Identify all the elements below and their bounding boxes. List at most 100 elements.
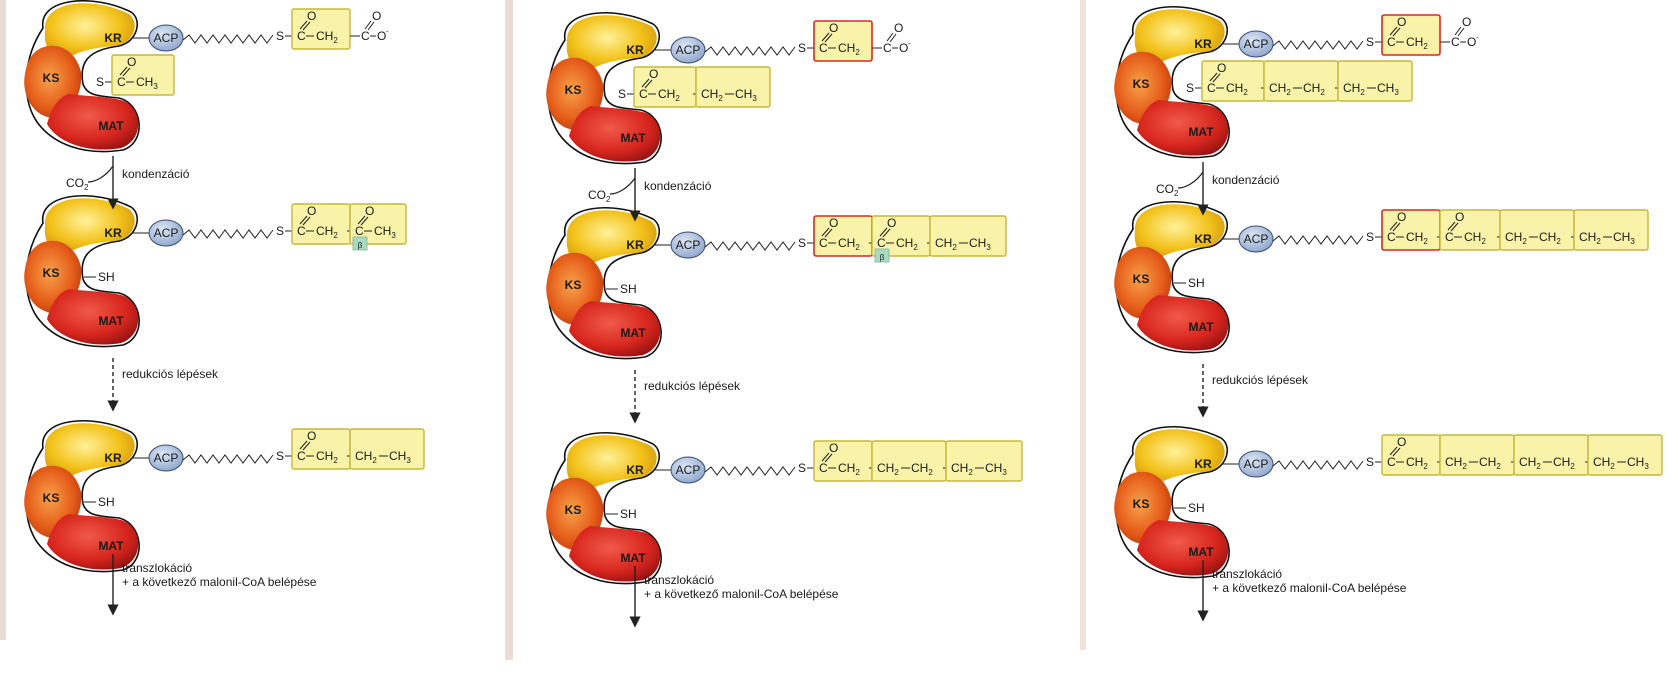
methyl-group: CH3 [136,75,158,91]
double-bond [879,227,888,237]
mat-domain [1137,295,1229,351]
enzyme-outline [547,207,662,360]
mat-label: MAT [1188,320,1214,334]
negative-charge: - [1476,33,1479,42]
kr-domain [1134,429,1225,486]
double-bond [824,33,833,43]
acp-label: ACP [1244,232,1269,246]
kr-label: KR [626,238,644,252]
methylene-group: CH2 [1579,230,1601,246]
methylene-group: CH2 [838,461,860,477]
malonyl-box [1381,14,1441,56]
double-bond [302,216,311,226]
carboxyl-carbon: C [361,29,370,43]
double-bond [364,20,372,30]
chain-unit-box [1337,60,1413,102]
acp-domain [670,456,706,484]
double-bond [824,453,833,463]
carbonyl-carbon: C [117,75,126,89]
phosphopantetheine-arm [1272,40,1364,50]
condensation-label: kondenzáció [644,179,712,193]
methylene-group: CH2 [1553,455,1575,471]
methylene-group: CH2 [1593,455,1615,471]
kr-label: KR [104,451,122,465]
methylene-group: CH2 [1519,455,1541,471]
mat-domain [47,514,139,570]
carbonyl-oxygen: O [1397,15,1406,29]
negative-charge: - [386,27,389,36]
thioester-sulfur: S [276,224,284,238]
carbonyl-oxygen: O [829,21,838,35]
thioester-sulfur: S [798,41,806,55]
enzyme-outline [547,12,662,165]
methylene-group: CH2 [316,224,338,240]
mat-domain [569,301,661,357]
methyl-group: CH3 [1377,81,1399,97]
beta-marker [352,236,368,251]
phosphopantetheine-arm [704,466,796,476]
methylene-group: CH2 [1445,455,1467,471]
carbonyl-oxygen: O [307,204,316,218]
acp-label: ACP [1244,457,1269,471]
methylene-group: CH2 [316,29,338,45]
carbonyl-carbon: C [1387,455,1396,469]
carboxyl-carbon: C [883,41,892,55]
translocation-label: transzlokáció [122,561,192,575]
acp-label: ACP [676,463,701,477]
mat-label: MAT [1188,125,1214,139]
thioester-sulfur: S [1366,230,1374,244]
carbonyl-carbon: C [1387,230,1396,244]
double-bond [1389,446,1398,456]
chain-unit-box [929,215,1007,257]
mat-domain [47,94,139,150]
methylene-group: CH2 [935,236,957,252]
mat-label: MAT [98,314,124,328]
kr-domain [566,210,657,267]
carbonyl-oxygen: O [127,55,136,69]
acp-label: ACP [676,43,701,57]
reduction-label: redukciós lépések [122,367,219,381]
carbonyl-oxygen: O [829,216,838,230]
methylene-group: CH2 [877,461,899,477]
carbonyl-oxygen: O [829,441,838,455]
methylene-group: CH2 [838,236,860,252]
acp-domain [148,444,184,472]
mat-domain [569,106,661,162]
acp-label: ACP [1244,37,1269,51]
ks-label: KS [1133,77,1150,91]
ks-label: KS [43,491,60,505]
ks-label: KS [43,266,60,280]
double-bond [1392,27,1401,37]
mat-domain [1137,100,1229,156]
methyl-group: CH3 [985,461,1007,477]
thioester-sulfur: S [276,449,284,463]
mat-domain [47,289,139,345]
methylene-group: CH2 [1505,230,1527,246]
carbonyl-oxygen: O [1397,435,1406,449]
acp-domain [670,231,706,259]
carbonyl-carbon: C [297,449,306,463]
chain-unit-box [349,203,407,245]
double-bond [1454,26,1462,36]
mat-label: MAT [620,326,646,340]
methylene-group: CH2 [1406,230,1428,246]
carbonyl-oxygen: O [887,216,896,230]
carbonyl-carbon: C [355,224,364,238]
carbonyl-carbon: C [819,41,828,55]
beta-label: β [358,241,363,250]
methylene-group: CH2 [1406,35,1428,51]
enzyme-outline [1115,6,1230,159]
chain-unit-box [349,428,425,470]
carboxyl-oxygen: O [894,21,903,35]
acp-domain [1238,450,1274,478]
double-bond [821,32,830,42]
carboxyl-carbon: C [1451,35,1460,49]
thioester-sulfur: S [276,29,284,43]
methylene-group: CH2 [1464,230,1486,246]
kr-domain [44,3,135,60]
